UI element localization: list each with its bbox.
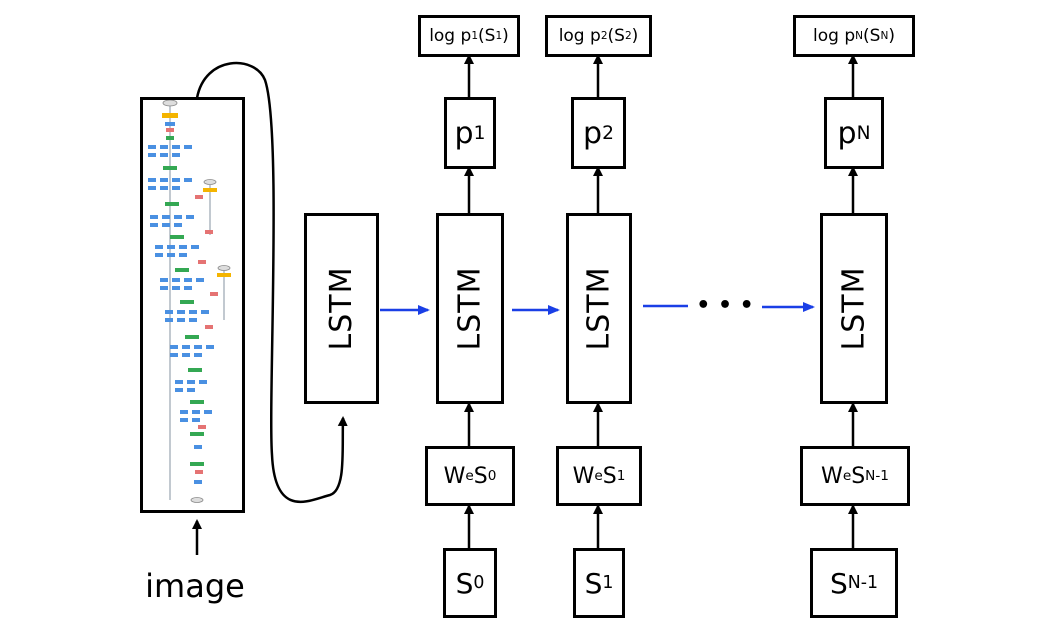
cnn-network-thumbnail	[148, 99, 231, 503]
lstm-box-2: LSTM	[566, 213, 632, 404]
image-feature-connector	[195, 61, 348, 504]
lstm-label-2: LSTM	[581, 266, 617, 351]
cnn-box	[140, 97, 245, 513]
lstm-box-1: LSTM	[436, 213, 504, 404]
image-label: image	[145, 567, 245, 605]
lstm-box-n: LSTM	[820, 213, 888, 404]
lstm-box-initial: LSTM	[304, 213, 379, 404]
sequence-ellipsis: • • •	[696, 292, 754, 318]
lstm-label-n: LSTM	[836, 266, 872, 351]
